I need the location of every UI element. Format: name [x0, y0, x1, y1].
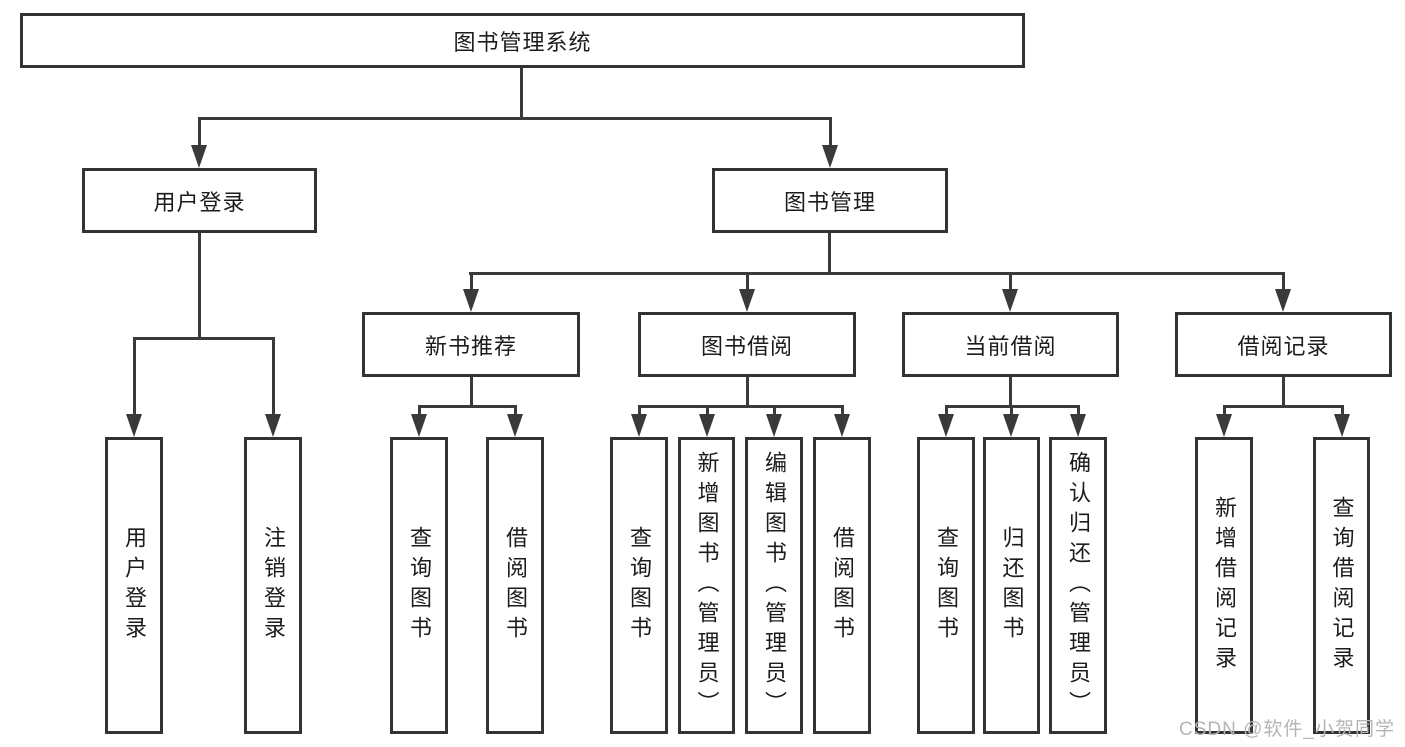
leaf-label: 查询图书: [627, 525, 652, 646]
arrow-down-icon: [822, 145, 838, 168]
arrow-down-icon: [1003, 414, 1019, 437]
arrow-down-icon: [938, 414, 954, 437]
leaf-label: 借阅图书: [503, 525, 528, 646]
connector-line: [945, 408, 948, 415]
node-new-book-recommend: 新书推荐: [362, 312, 580, 377]
connector-line: [706, 408, 709, 415]
arrow-down-icon: [699, 414, 715, 437]
arrow-down-icon: [411, 414, 427, 437]
leaf-label: 借阅图书: [830, 525, 855, 646]
connector-line: [418, 408, 421, 415]
connector-line: [133, 340, 136, 414]
connector-line: [638, 405, 844, 408]
connector-line: [829, 120, 832, 145]
connector-line: [1009, 275, 1012, 289]
connector-line: [469, 272, 1285, 275]
leaf-label: 归还图书: [999, 525, 1025, 646]
node-user-login-group: 用户登录: [82, 168, 317, 233]
arrow-down-icon: [191, 145, 207, 168]
arrow-down-icon: [834, 414, 850, 437]
connector-line: [841, 408, 844, 415]
arrow-down-icon: [1216, 414, 1232, 437]
leaf-label: 确认归还（管理员）: [1066, 450, 1091, 721]
leaf-borrow-borrow-books: 借阅图书: [813, 437, 871, 734]
connector-line: [638, 408, 641, 415]
connector-line: [520, 68, 523, 117]
connector-line: [272, 340, 275, 414]
leaf-rec-borrow-books: 借阅图书: [486, 437, 544, 734]
connector-line: [746, 275, 749, 289]
leaf-current-return-books: 归还图书: [983, 437, 1040, 734]
connector-line: [1282, 377, 1285, 405]
connector-line: [828, 233, 831, 272]
connector-line: [1010, 408, 1013, 415]
leaf-label: 编辑图书（管理员）: [762, 450, 787, 721]
node-book-borrow: 图书借阅: [638, 312, 856, 377]
node-book-management-group: 图书管理: [712, 168, 948, 233]
leaf-label: 用户登录: [122, 525, 147, 646]
leaf-borrow-edit-books-admin: 编辑图书（管理员）: [745, 437, 803, 734]
node-root: 图书管理系统: [20, 13, 1025, 68]
arrow-down-icon: [766, 414, 782, 437]
node-borrow-records: 借阅记录: [1175, 312, 1392, 377]
arrow-down-icon: [126, 414, 142, 437]
leaf-label: 新增图书（管理员）: [694, 450, 720, 721]
arrow-down-icon: [1334, 414, 1350, 437]
connector-line: [418, 405, 517, 408]
leaf-label: 注销登录: [261, 525, 286, 646]
connector-line: [1077, 408, 1080, 415]
arrow-down-icon: [739, 289, 755, 312]
connector-line: [198, 120, 201, 145]
watermark: CSDN @软件_小贺同学: [1179, 719, 1395, 740]
leaf-borrow-query-books: 查询图书: [610, 437, 668, 734]
leaf-borrow-add-books-admin: 新增图书（管理员）: [678, 437, 735, 734]
leaf-records-query-record: 查询借阅记录: [1313, 437, 1370, 734]
arrow-down-icon: [631, 414, 647, 437]
connector-line: [470, 377, 473, 405]
leaf-records-add-record: 新增借阅记录: [1195, 437, 1253, 734]
connector-line: [746, 377, 749, 405]
leaf-current-query-books: 查询图书: [917, 437, 975, 734]
leaf-current-confirm-return-admin: 确认归还（管理员）: [1049, 437, 1107, 734]
connector-line: [1223, 405, 1344, 408]
leaf-label: 查询图书: [934, 525, 959, 646]
arrow-down-icon: [1275, 289, 1291, 312]
connector-line: [198, 233, 201, 337]
arrow-down-icon: [463, 289, 479, 312]
connector-line: [1282, 275, 1285, 289]
leaf-rec-query-books: 查询图书: [390, 437, 448, 734]
connector-line: [198, 117, 832, 120]
connector-line: [133, 337, 275, 340]
connector-line: [1223, 408, 1226, 415]
leaf-label: 查询图书: [407, 525, 432, 646]
arrow-down-icon: [507, 414, 523, 437]
leaf-label: 新增借阅记录: [1212, 495, 1237, 676]
connector-line: [470, 275, 473, 289]
arrow-down-icon: [1002, 289, 1018, 312]
arrow-down-icon: [265, 414, 281, 437]
leaf-label: 查询借阅记录: [1329, 495, 1355, 676]
connector-line: [773, 408, 776, 415]
connector-line: [945, 405, 1080, 408]
connector-line: [514, 408, 517, 415]
leaf-user-login: 用户登录: [105, 437, 163, 734]
arrow-down-icon: [1070, 414, 1086, 437]
connector-line: [1009, 377, 1012, 405]
leaf-logout: 注销登录: [244, 437, 302, 734]
connector-line: [1341, 408, 1344, 415]
node-current-borrow: 当前借阅: [902, 312, 1119, 377]
